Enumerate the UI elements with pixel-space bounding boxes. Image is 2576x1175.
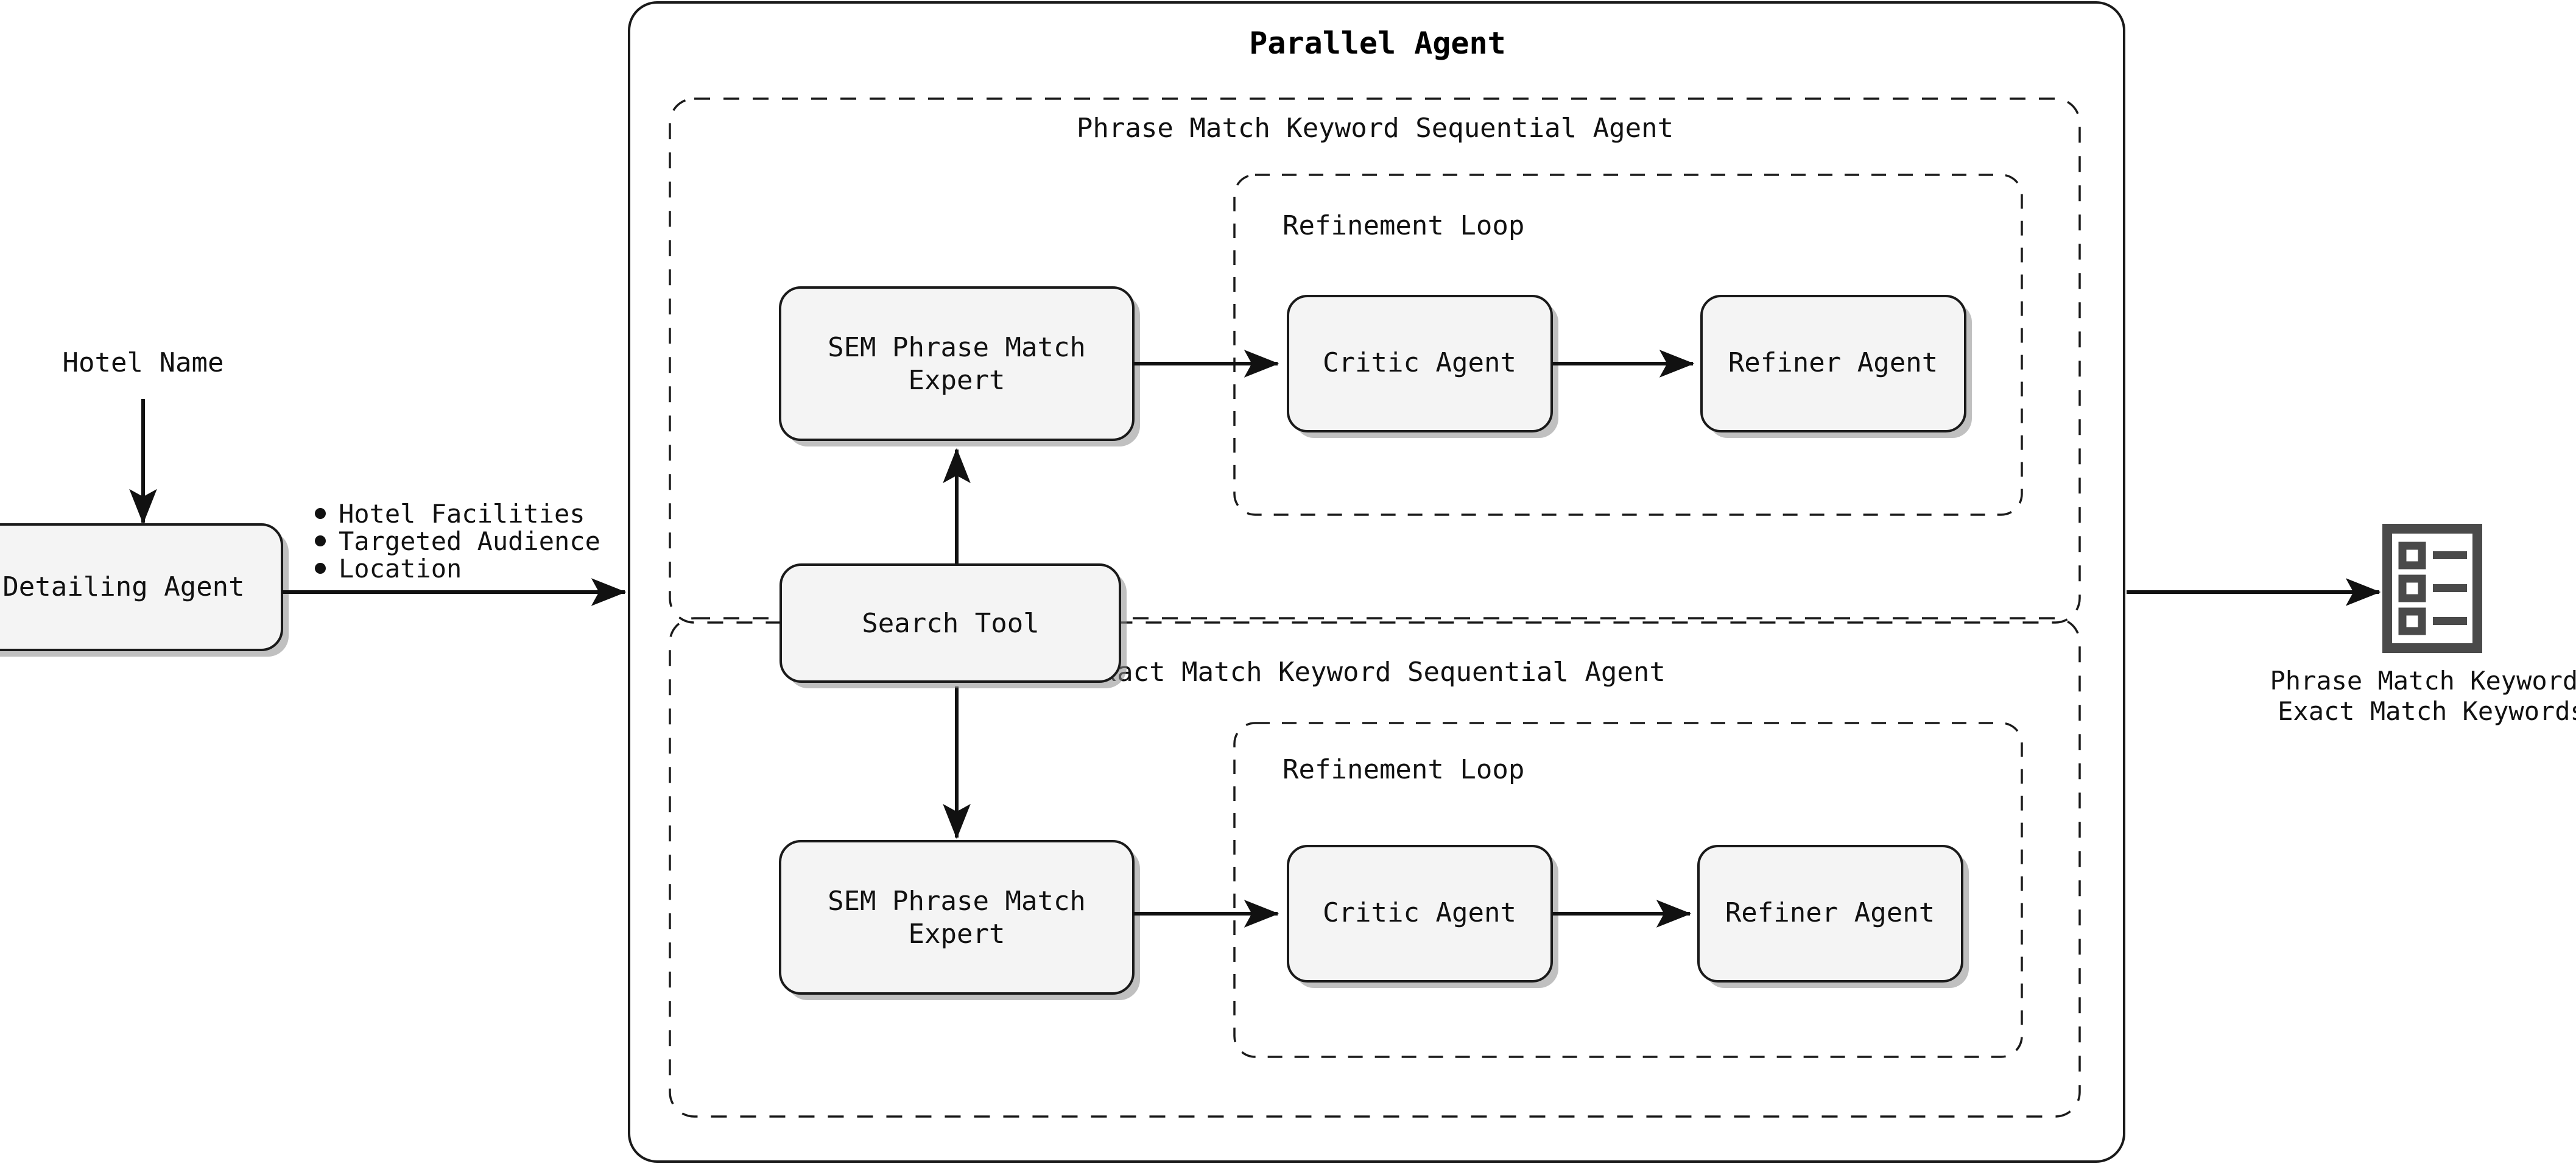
exact-match-sequential-agent-container: Exact Match Keyword Sequential Agent — [669, 617, 2081, 1118]
list-item: Targeted Audience — [339, 526, 600, 556]
detailing-agent-output-list: Hotel Facilities Targeted Audience Locat… — [315, 499, 600, 584]
node-label: Critic Agent — [1323, 897, 1516, 928]
hotel-name-label: Hotel Name — [63, 347, 224, 378]
node-label-line-2: Expert — [909, 919, 1005, 950]
phrase-match-refinement-loop-title: Refinement Loop — [1283, 210, 1524, 241]
phrase-match-sequential-agent-container: Phrase Match Keyword Sequential Agent — [669, 97, 2081, 624]
node-label: Critic Agent — [1323, 347, 1516, 378]
phrase-match-refinement-loop-container: Refinement Loop — [1233, 174, 2023, 516]
parallel-agent-title: Parallel Agent — [1249, 26, 1505, 61]
output-label-line-1: Phrase Match Keywords — [2270, 666, 2576, 696]
node-label-line-1: SEM Phrase Match — [828, 332, 1086, 363]
node-critic-agent-bottom[interactable]: Critic Agent — [1287, 845, 1558, 988]
list-item: Hotel Facilities — [339, 499, 585, 529]
node-refiner-agent-top[interactable]: Refiner Agent — [1700, 295, 1972, 438]
exact-match-refinement-loop-container: Refinement Loop — [1233, 722, 2023, 1058]
node-sem-phrase-match-expert-bottom[interactable]: SEM Phrase Match Expert — [779, 840, 1140, 1000]
node-search-tool[interactable]: Search Tool — [779, 563, 1127, 688]
node-label: Detailing Agent — [2, 571, 244, 602]
node-label: Refiner Agent — [1725, 897, 1935, 928]
output-label-line-2: Exact Match Keywords — [2278, 696, 2576, 726]
checklist-document-icon — [2382, 524, 2482, 653]
node-label: Search Tool — [862, 608, 1039, 639]
phrase-match-branch-title: Phrase Match Keyword Sequential Agent — [1077, 113, 1673, 144]
parallel-agent-container: Parallel Agent — [628, 1, 2125, 1163]
node-critic-agent-top[interactable]: Critic Agent — [1287, 295, 1558, 438]
node-sem-phrase-match-expert-top[interactable]: SEM Phrase Match Expert — [779, 286, 1140, 446]
node-detailing-agent[interactable]: Detailing Agent — [0, 523, 289, 657]
exact-match-branch-title: Exact Match Keyword Sequential Agent — [1085, 657, 1666, 688]
bullet-dot — [315, 508, 326, 519]
node-label-line-1: SEM Phrase Match — [828, 886, 1086, 917]
node-label: Refiner Agent — [1728, 347, 1938, 378]
list-item: Location — [339, 554, 462, 584]
bullet-dot — [315, 535, 326, 546]
bullet-dot — [315, 563, 326, 574]
exact-match-refinement-loop-title: Refinement Loop — [1283, 754, 1524, 785]
node-label-line-2: Expert — [909, 365, 1005, 396]
node-refiner-agent-bottom[interactable]: Refiner Agent — [1697, 845, 1969, 988]
